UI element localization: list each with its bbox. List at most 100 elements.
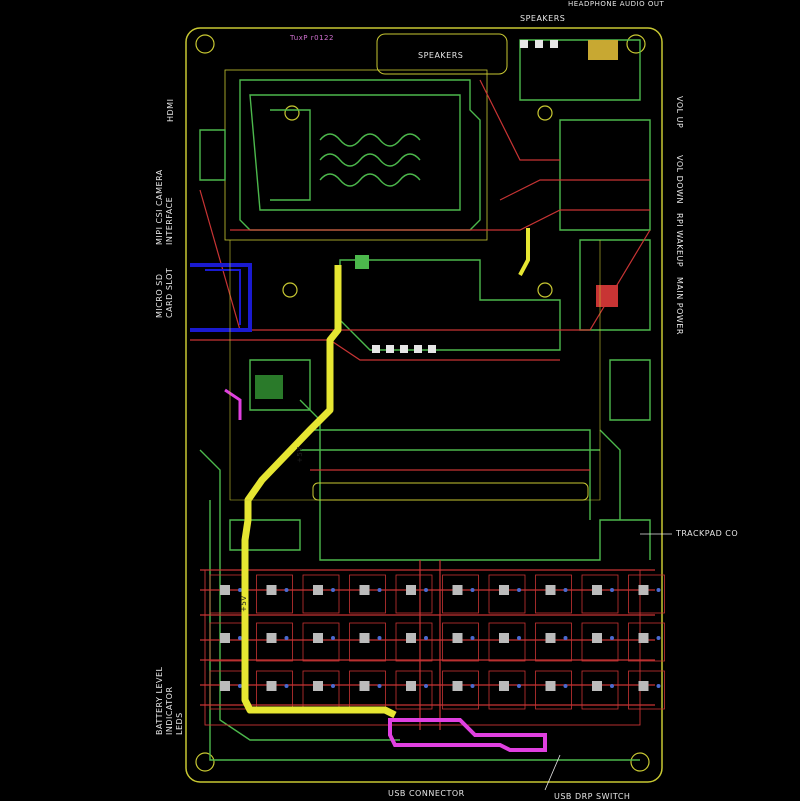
- key-switch-pad: [266, 633, 277, 643]
- mount-hole: [630, 752, 650, 772]
- mount-hole: [537, 282, 553, 298]
- key-switch-pad: [359, 633, 370, 643]
- key-switch: [628, 670, 665, 710]
- key-switch-pad: [499, 681, 509, 691]
- label-usb-connector: USB CONNECTOR: [388, 789, 465, 798]
- key-switch-pad: [545, 681, 556, 691]
- key-switch-pad: [406, 585, 416, 595]
- key-switch-via: [563, 684, 568, 688]
- key-switch-pad: [313, 585, 323, 595]
- key-switch-pad: [266, 585, 277, 595]
- key-switch: [581, 622, 619, 662]
- key-switch-via: [470, 684, 475, 688]
- key-switch-pad: [638, 633, 649, 643]
- key-switch: [628, 622, 665, 662]
- key-switch: [442, 574, 479, 614]
- key-switch-via: [656, 636, 661, 640]
- key-switch-pad: [406, 681, 416, 691]
- label-trace-5v-b: +5V: [240, 595, 248, 612]
- mount-hole: [195, 34, 215, 54]
- key-switch: [488, 622, 526, 662]
- key-switch-pad: [545, 585, 556, 595]
- label-usb-drp: USB DRP SWITCH: [554, 792, 631, 801]
- label-rpi-wakeup: RPI WAKEUP: [675, 213, 684, 268]
- key-switch: [302, 622, 340, 662]
- key-switch-via: [563, 636, 568, 640]
- key-switch-via: [610, 636, 614, 640]
- chip-ic: [596, 285, 618, 307]
- label-mipi-csi: MIPI CSI CAMERA INTERFACE: [155, 169, 174, 245]
- key-switch-via: [377, 684, 382, 688]
- key-switch-via: [331, 684, 335, 688]
- key-switch-via: [238, 588, 242, 592]
- key-switch-pad: [638, 681, 649, 691]
- key-switch: [442, 670, 479, 710]
- label-main-power: MAIN POWER: [675, 277, 684, 335]
- label-trace-5v-a: +5V: [296, 446, 304, 463]
- key-switch-pad: [220, 633, 230, 643]
- key-switch: [395, 670, 433, 710]
- speakers-outline: [376, 33, 508, 75]
- label-vol-up: VOL UP: [675, 96, 684, 129]
- label-speakers-box: SPEAKERS: [418, 51, 464, 60]
- key-switch: [535, 670, 572, 710]
- key-switch-via: [424, 684, 428, 688]
- key-switch: [581, 574, 619, 614]
- mount-hole: [195, 752, 215, 772]
- trackpad-slot: [312, 482, 589, 501]
- key-switch-pad: [313, 633, 323, 643]
- key-switch-via: [331, 588, 335, 592]
- key-switch: [349, 622, 386, 662]
- key-switch: [302, 574, 340, 614]
- blue-trace-inner: [205, 269, 241, 325]
- key-switch-pad: [499, 633, 509, 643]
- mount-hole: [284, 105, 300, 121]
- key-switch-pad: [359, 681, 370, 691]
- key-switch-via: [424, 588, 428, 592]
- usb-trace-pink: [388, 718, 547, 752]
- key-switch-pad: [499, 585, 509, 595]
- copper-back-layer: [199, 39, 651, 761]
- key-switch-via: [377, 636, 382, 640]
- key-switch-via: [656, 684, 661, 688]
- key-switch-pad: [638, 585, 649, 595]
- key-switch-via: [284, 684, 289, 688]
- key-switch-via: [238, 636, 242, 640]
- key-switch: [488, 574, 526, 614]
- key-switch-pad: [266, 681, 277, 691]
- key-switch: [628, 574, 665, 614]
- key-switch-via: [424, 636, 428, 640]
- chip-ic: [355, 255, 369, 269]
- blue-trace: [190, 263, 252, 332]
- key-switch: [256, 574, 293, 614]
- key-switch-via: [610, 588, 614, 592]
- label-battery-leds: BATTERY LEVEL INDICATOR LEDS: [155, 666, 184, 736]
- key-switch-pad: [592, 585, 602, 595]
- chip-ic: [255, 375, 283, 399]
- mount-hole: [626, 34, 646, 54]
- usb-drp-leader: [544, 754, 561, 791]
- key-switch-via: [470, 636, 475, 640]
- board-outline: [185, 27, 663, 783]
- key-switch-via: [517, 684, 521, 688]
- power-trace-5v-right: [518, 228, 530, 276]
- label-hdmi: HDMI: [166, 98, 175, 122]
- usb-trace-pink-2: [224, 388, 242, 420]
- key-switch: [442, 622, 479, 662]
- label-micro-sd: MICRO SD CARD SLOT: [155, 267, 174, 318]
- key-switch-pad: [452, 633, 463, 643]
- label-vol-down: VOL DOWN: [675, 155, 684, 204]
- key-switch-via: [610, 684, 614, 688]
- key-switches: [209, 574, 665, 710]
- key-switch-pad: [220, 681, 230, 691]
- key-switch-pad: [313, 681, 323, 691]
- mount-hole: [282, 282, 298, 298]
- key-switch: [395, 622, 433, 662]
- copper-front-layer: [190, 79, 655, 730]
- key-switch-via: [517, 636, 521, 640]
- keyboard-switch-grid: [204, 569, 641, 726]
- key-switch: [581, 670, 619, 710]
- key-switch-via: [284, 588, 289, 592]
- key-switch-pad: [592, 633, 602, 643]
